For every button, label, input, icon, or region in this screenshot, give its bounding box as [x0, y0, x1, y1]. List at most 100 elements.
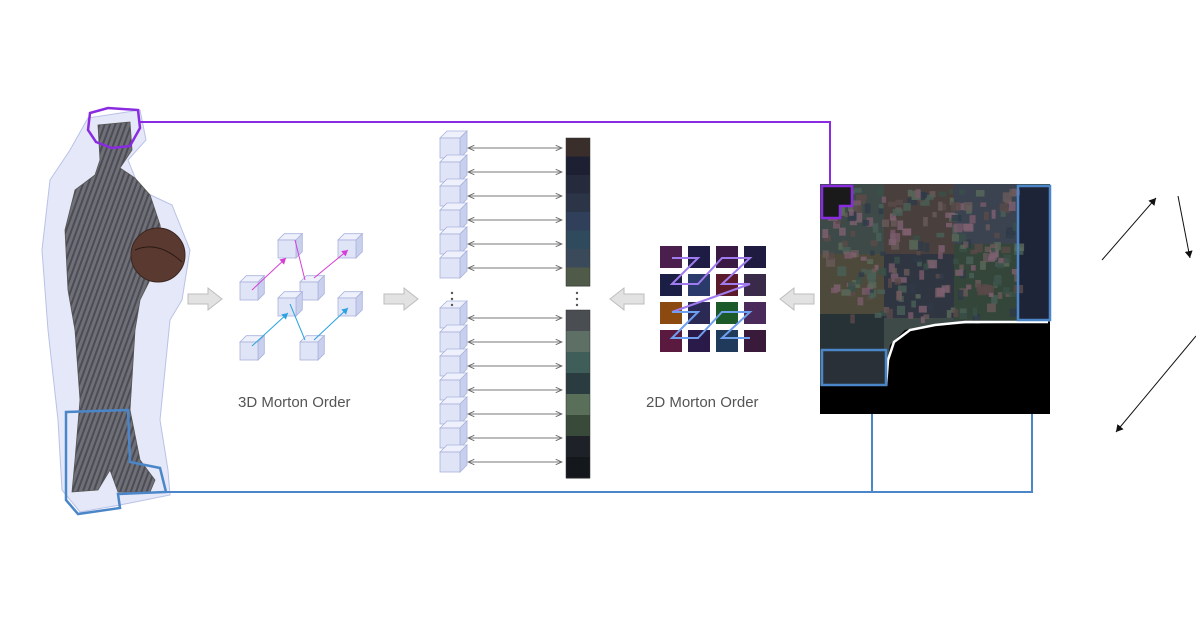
- atlas-texel: [822, 250, 829, 258]
- atlas-texel: [911, 300, 916, 308]
- atlas-texel: [903, 268, 910, 276]
- zcurve-blue: [669, 311, 753, 339]
- grid-cell: [744, 330, 766, 352]
- atlas-texel: [993, 276, 1002, 286]
- atlas-texel: [870, 272, 876, 283]
- atlas-texel: [858, 272, 865, 277]
- atlas-texel: [897, 220, 904, 230]
- column-cube: [439, 324, 468, 353]
- atlas-texel: [951, 215, 962, 222]
- cyan-arrow-2: [313, 307, 349, 341]
- atlas-texel: [924, 242, 930, 253]
- atlas-texel: [853, 200, 861, 207]
- atlas-texel: [877, 289, 886, 295]
- atlas-texel: [827, 252, 835, 260]
- atlas-texel: [862, 219, 870, 226]
- atlas-texel: [998, 257, 1008, 264]
- grid-cell: [688, 274, 710, 296]
- flow-arrows: [187, 286, 815, 312]
- atlas-texel: [1004, 207, 1011, 213]
- atlas-texel: [938, 201, 943, 211]
- atlas-texel: [955, 269, 964, 276]
- atlas-texel: [853, 188, 862, 193]
- atlas-texel: [993, 242, 1001, 251]
- atlas-texel: [969, 272, 975, 279]
- ellipsis-dots: [450, 291, 579, 307]
- atlas-texel: [951, 234, 959, 242]
- color-swatch: [566, 249, 590, 268]
- atlas-texel: [980, 260, 986, 270]
- atlas-texel: [975, 190, 985, 197]
- atlas-texel: [907, 189, 912, 197]
- flow-arrow-1: [187, 286, 223, 312]
- atlas-texel: [927, 303, 934, 311]
- atlas-texel: [974, 243, 983, 253]
- atlas-texel: [916, 247, 921, 256]
- atlas-texel: [835, 216, 841, 224]
- atlas-texel: [953, 308, 959, 318]
- atlas-texel: [846, 291, 856, 297]
- atlas-texel: [837, 266, 847, 277]
- atlas-texel: [853, 205, 862, 214]
- atlas-texel: [989, 244, 997, 249]
- atlas-blue-patch-right: [1016, 184, 1052, 322]
- atlas-texel: [1005, 292, 1012, 297]
- cube-front: [439, 257, 461, 279]
- column-cube: [439, 250, 468, 279]
- atlas-texel: [890, 217, 897, 227]
- atlas-texel: [940, 203, 947, 211]
- atlas-texel: [1011, 268, 1018, 275]
- atlas-texel: [878, 208, 884, 215]
- atlas-texel: [1008, 201, 1016, 212]
- atlas-texel: [939, 273, 945, 280]
- atlas-texel: [1009, 308, 1020, 317]
- atlas-texel: [867, 284, 874, 294]
- atlas-texel: [1009, 291, 1019, 298]
- atlas-texel: [1009, 189, 1016, 197]
- lattice-cube: [239, 274, 266, 301]
- color-swatch: [566, 267, 590, 287]
- atlas-texel: [986, 303, 996, 313]
- atlas-texel: [868, 281, 877, 289]
- atlas-texel: [938, 245, 945, 253]
- color-swatch: [566, 175, 590, 194]
- cube-front: [299, 281, 319, 301]
- atlas-texel: [927, 259, 938, 269]
- atlas-texel: [962, 223, 973, 231]
- lattice-cube: [239, 334, 266, 361]
- atlas-texel: [985, 224, 990, 231]
- atlas-texel: [870, 250, 875, 256]
- atlas-texel: [874, 264, 879, 271]
- atlas-texel: [988, 292, 994, 297]
- arrow-up-right: [1101, 197, 1157, 261]
- atlas-texel: [948, 189, 954, 195]
- atlas-texel: [926, 194, 934, 200]
- atlas-texel: [907, 197, 918, 206]
- lattice-cube: [337, 290, 364, 317]
- arrow-down: [1177, 195, 1193, 259]
- color-swatch: [566, 193, 590, 213]
- swatch-strip-border: [565, 309, 591, 479]
- cyan-line: [289, 303, 306, 341]
- atlas-texel: [913, 235, 920, 241]
- atlas-texel: [866, 217, 874, 227]
- atlas-texel: [970, 249, 978, 255]
- person-body: [64, 121, 166, 493]
- atlas-texel: [864, 203, 871, 214]
- atlas-texel: [1001, 246, 1011, 254]
- grid-cell: [744, 302, 766, 324]
- atlas-texel: [958, 246, 968, 253]
- atlas-texel: [936, 287, 945, 297]
- atlas-blue-patch-bottom: [820, 348, 888, 387]
- atlas-texel: [886, 308, 893, 319]
- atlas-boundary: [884, 320, 1048, 387]
- atlas-texel: [1002, 192, 1012, 203]
- atlas-texel: [997, 292, 1003, 299]
- magenta-arrow-1: [251, 257, 287, 291]
- morton-3d-cube-lattice: [239, 232, 364, 361]
- atlas-texel: [917, 191, 926, 201]
- color-swatch: [566, 352, 590, 374]
- atlas-texel: [841, 289, 851, 296]
- atlas-texel: [867, 259, 874, 265]
